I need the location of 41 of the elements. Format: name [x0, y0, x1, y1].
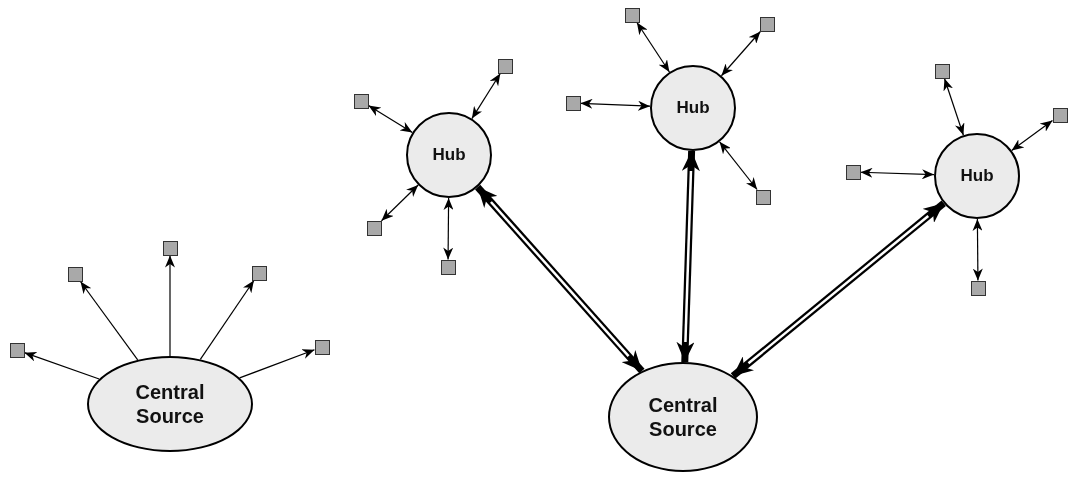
endpoint-square	[314, 339, 330, 355]
node-label: Hub	[676, 97, 710, 119]
arrow	[1011, 119, 1054, 152]
double-arrow	[730, 200, 946, 379]
arrow	[367, 105, 413, 134]
endpoint-square	[934, 63, 950, 79]
arrow	[943, 77, 965, 136]
double-arrow	[475, 184, 645, 374]
endpoint-square	[970, 280, 986, 296]
endpoint-square	[251, 265, 267, 281]
arrow	[23, 351, 100, 380]
arrow	[859, 167, 935, 180]
endpoint-square	[755, 189, 771, 205]
endpoint-square	[497, 58, 513, 74]
endpoint-square	[9, 342, 25, 358]
arrow	[719, 141, 758, 191]
endpoint-square	[1052, 107, 1068, 123]
endpoint-square	[67, 266, 83, 282]
node-label: Central Source	[134, 380, 206, 428]
endpoint-square	[366, 220, 382, 236]
endpoint-square	[440, 259, 456, 275]
arrow	[239, 349, 316, 379]
arrow	[165, 254, 175, 357]
arrow	[972, 218, 983, 282]
endpoint-square	[565, 95, 581, 111]
arrow	[636, 21, 670, 73]
arrow	[443, 197, 454, 261]
endpoint-square	[162, 240, 178, 256]
endpoint-square	[624, 7, 640, 23]
arrow	[579, 98, 651, 111]
arrow	[471, 72, 501, 120]
endpoint-square	[759, 16, 775, 32]
endpoint-square	[353, 93, 369, 109]
arrow	[380, 184, 419, 222]
node-label: Central Source	[647, 393, 719, 441]
hub-circle	[406, 112, 492, 198]
node-label: Hub	[960, 165, 994, 187]
double-arrow	[676, 150, 700, 363]
endpoint-square	[845, 164, 861, 180]
arrow	[720, 30, 761, 77]
node-label: Hub	[432, 144, 466, 166]
